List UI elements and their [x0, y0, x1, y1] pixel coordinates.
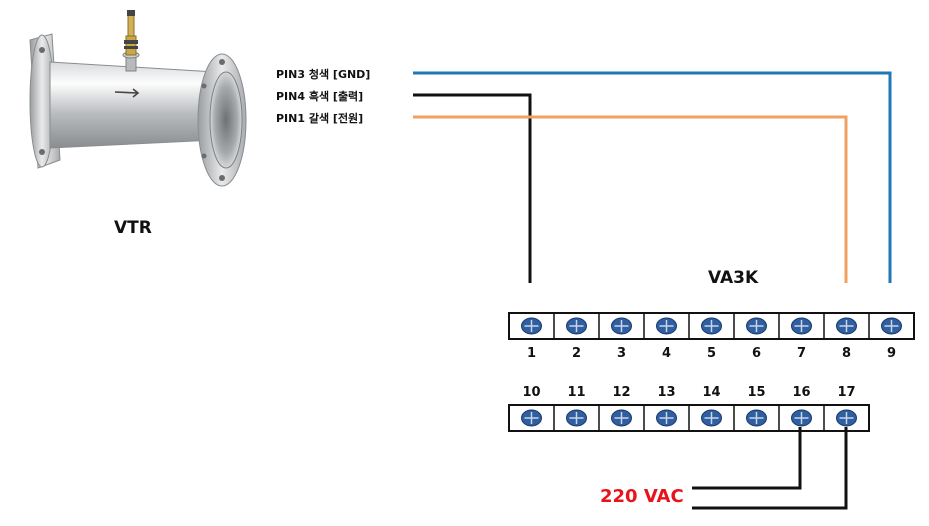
power-supply-label: 220 VAC	[600, 486, 684, 507]
power-wire-16	[692, 427, 802, 490]
controller-name: VA3K	[708, 268, 759, 288]
terminal-number-2: 2	[572, 346, 581, 361]
wire-gnd-blue	[413, 71, 892, 283]
terminal-block-bottom: 10 11 12 13 14 15 16 17	[508, 385, 870, 432]
terminal-number-17: 17	[837, 385, 855, 400]
terminal-block-top: 1 2 3 4 5 6 7 8 9	[508, 312, 915, 361]
right-flange	[197, 53, 247, 187]
terminal-number-10: 10	[522, 385, 540, 400]
terminal-number-3: 3	[617, 346, 626, 361]
flowmeter-image	[29, 10, 247, 187]
terminal-number-15: 15	[747, 385, 765, 400]
terminal-number-5: 5	[707, 346, 716, 361]
wire-output-black	[413, 93, 532, 283]
terminal-number-12: 12	[612, 385, 630, 400]
terminal-number-9: 9	[887, 346, 896, 361]
wire-label-power: PIN1 갈색 [전원]	[276, 112, 364, 125]
terminal-number-8: 8	[842, 346, 851, 361]
terminal-number-4: 4	[662, 346, 671, 361]
terminal-number-16: 16	[792, 385, 810, 400]
terminal-number-6: 6	[752, 346, 761, 361]
terminal-number-11: 11	[567, 385, 585, 400]
terminal-number-1: 1	[527, 346, 536, 361]
terminal-number-13: 13	[657, 385, 675, 400]
sensor-name: VTR	[114, 218, 152, 238]
flow-arrow-icon	[114, 88, 140, 98]
wire-power-brown	[413, 115, 848, 283]
wire-label-gnd: PIN3 청색 [GND]	[276, 68, 371, 81]
power-wire-17	[692, 427, 848, 510]
wire-label-output: PIN4 흑색 [출력]	[276, 90, 364, 103]
terminal-number-7: 7	[797, 346, 806, 361]
terminal-number-14: 14	[702, 385, 720, 400]
sensor-connector	[122, 10, 140, 72]
